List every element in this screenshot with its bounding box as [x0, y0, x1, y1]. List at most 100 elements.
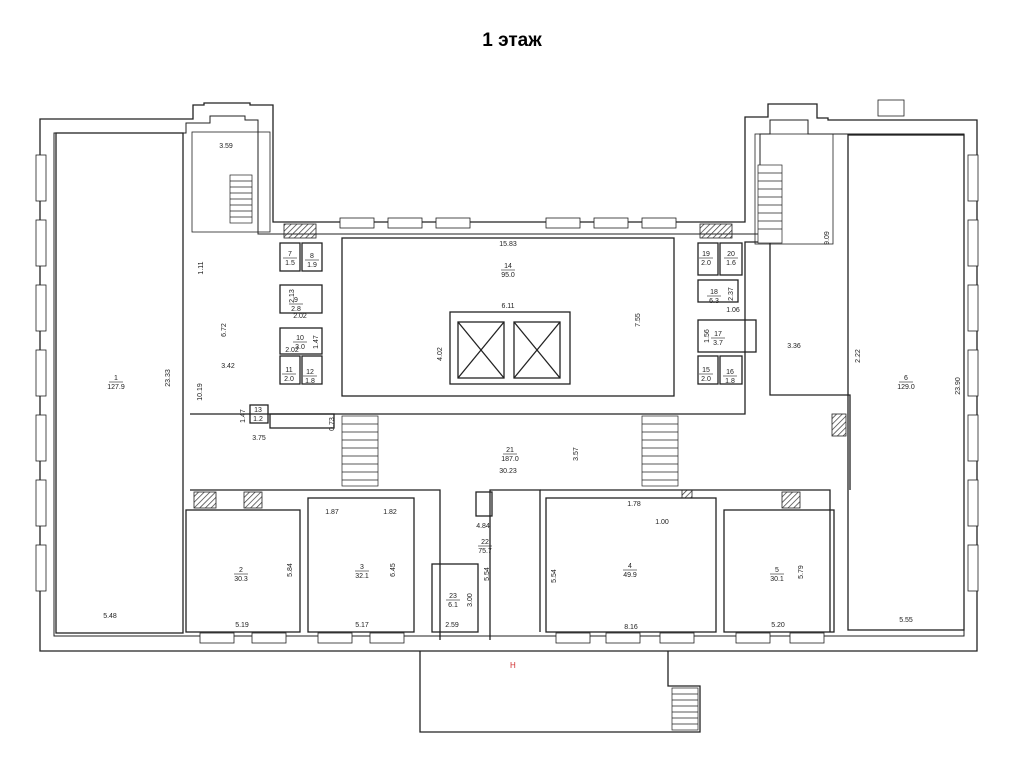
dimension-label: 1.00: [655, 519, 669, 526]
room-1-outline: [55, 132, 184, 634]
room-number: 17: [714, 331, 722, 338]
dimension-label: 3.00: [467, 593, 474, 607]
room-label-12: 121.8: [303, 369, 317, 385]
room-area: 1.8: [305, 378, 315, 385]
room-number: 2: [239, 567, 243, 574]
room-area: 3.0: [295, 344, 305, 351]
room-label-20: 201.6: [724, 251, 738, 267]
room-number: 6: [904, 375, 908, 382]
dimension-label: 5.54: [551, 569, 558, 583]
dimension-label: 5.54: [484, 567, 491, 581]
room-area: 2.0: [701, 376, 711, 383]
room-number: 1: [114, 375, 118, 382]
room-number: 20: [727, 251, 735, 258]
room-label-11: 112.0: [282, 367, 296, 383]
dimension-label: 23.33: [165, 369, 172, 387]
room-2-outline: [185, 509, 301, 633]
room-label-15: 152.0: [699, 367, 713, 383]
room-number: 22: [481, 539, 489, 546]
room-6-outline: [847, 134, 965, 631]
room-area: 127.9: [107, 384, 125, 391]
dimension-label: 3.57: [573, 447, 580, 461]
inner-outer-wall: [53, 115, 965, 637]
room-label-7: 71.5: [283, 251, 297, 267]
dimension-label: 0.73: [329, 417, 336, 431]
room-label-8: 81.9: [305, 253, 319, 269]
dimension-label: 1.47: [313, 335, 320, 349]
room-4-outline: [545, 497, 717, 633]
room-label-4: 449.9: [623, 563, 637, 579]
room-area: 1.5: [285, 260, 295, 267]
room-number: 8: [310, 253, 314, 260]
outer-wall: [39, 102, 978, 652]
room-label-13: 131.2: [251, 407, 265, 423]
room-number: 14: [504, 263, 512, 270]
room-label-9: 92.8: [289, 297, 303, 313]
dimension-label: 5.79: [798, 565, 805, 579]
dimension-label: 5.20: [771, 622, 785, 629]
room-label-3: 332.1: [355, 564, 369, 580]
dimension-label: 5.55: [899, 617, 913, 624]
room-area: 1.2: [253, 416, 263, 423]
room-3-outline: [307, 497, 415, 633]
room-area: 2.0: [284, 376, 294, 383]
room-number: 11: [285, 367, 292, 374]
room-label-19: 192.0: [699, 251, 713, 267]
room-label-5: 530.1: [770, 567, 784, 583]
dimension-label: 1.87: [325, 509, 339, 516]
room-number: 19: [702, 251, 710, 258]
dimension-label: 5.17: [355, 622, 369, 629]
room-area: 49.9: [623, 572, 637, 579]
room-number: 16: [726, 369, 734, 376]
dimension-label: 6.72: [221, 323, 228, 337]
room-area: 2.8: [291, 306, 301, 313]
room-area: 32.1: [355, 573, 369, 580]
room-area: 75.7: [478, 548, 492, 555]
dimension-label: 6.45: [390, 563, 397, 577]
dimension-label: 5.19: [235, 622, 249, 629]
room-14-outline: [341, 237, 675, 397]
room-23-outline: [431, 563, 479, 633]
dimension-label: 4.02: [437, 347, 444, 361]
dimension-label: 3.42: [221, 363, 235, 370]
room-number: 21: [506, 447, 514, 454]
room-label-16: 161.8: [723, 369, 737, 385]
room-label-22: 22 75.7: [478, 539, 492, 555]
room-label-18: 186.3: [707, 289, 721, 305]
room-label-23: 236.1: [446, 593, 460, 609]
dimension-label: 30.23: [499, 468, 517, 475]
room-number: 15: [702, 367, 710, 374]
room-label-2: 230.3: [234, 567, 248, 583]
dimension-label: 15.83: [499, 241, 517, 248]
dimension-label: 9.09: [824, 231, 831, 245]
room-label-14: 14 95.0: [501, 263, 515, 279]
room-number: 23: [449, 593, 457, 600]
entrance-marker: Н: [510, 661, 516, 670]
dimension-label: 1.11: [198, 261, 205, 274]
dimension-label: 6.11: [501, 303, 514, 310]
dimension-label: 1.82: [383, 509, 397, 516]
dimension-label: 2.13: [289, 289, 296, 303]
room-area: 95.0: [501, 272, 515, 279]
room-number: 5: [775, 567, 779, 574]
room-area: 30.1: [770, 576, 784, 583]
room-number: 18: [710, 289, 718, 296]
room-number: 3: [360, 564, 364, 571]
room-number: 13: [254, 407, 262, 414]
dimension-label: 3.36: [787, 343, 801, 350]
room-number: 10: [296, 335, 304, 342]
room-area: 6.1: [448, 602, 458, 609]
dimension-label: 7.55: [635, 313, 642, 327]
room-area: 30.3: [234, 576, 248, 583]
dimension-label: 4.84: [476, 523, 490, 530]
room-number: 9: [294, 297, 298, 304]
dimension-label: 2.37: [728, 287, 735, 301]
dimension-label: 2.22: [855, 349, 862, 363]
dimension-label: 5.84: [287, 563, 294, 577]
room-area: 2.0: [701, 260, 711, 267]
dimension-label: 3.75: [252, 435, 266, 442]
room-number: 4: [628, 563, 632, 570]
